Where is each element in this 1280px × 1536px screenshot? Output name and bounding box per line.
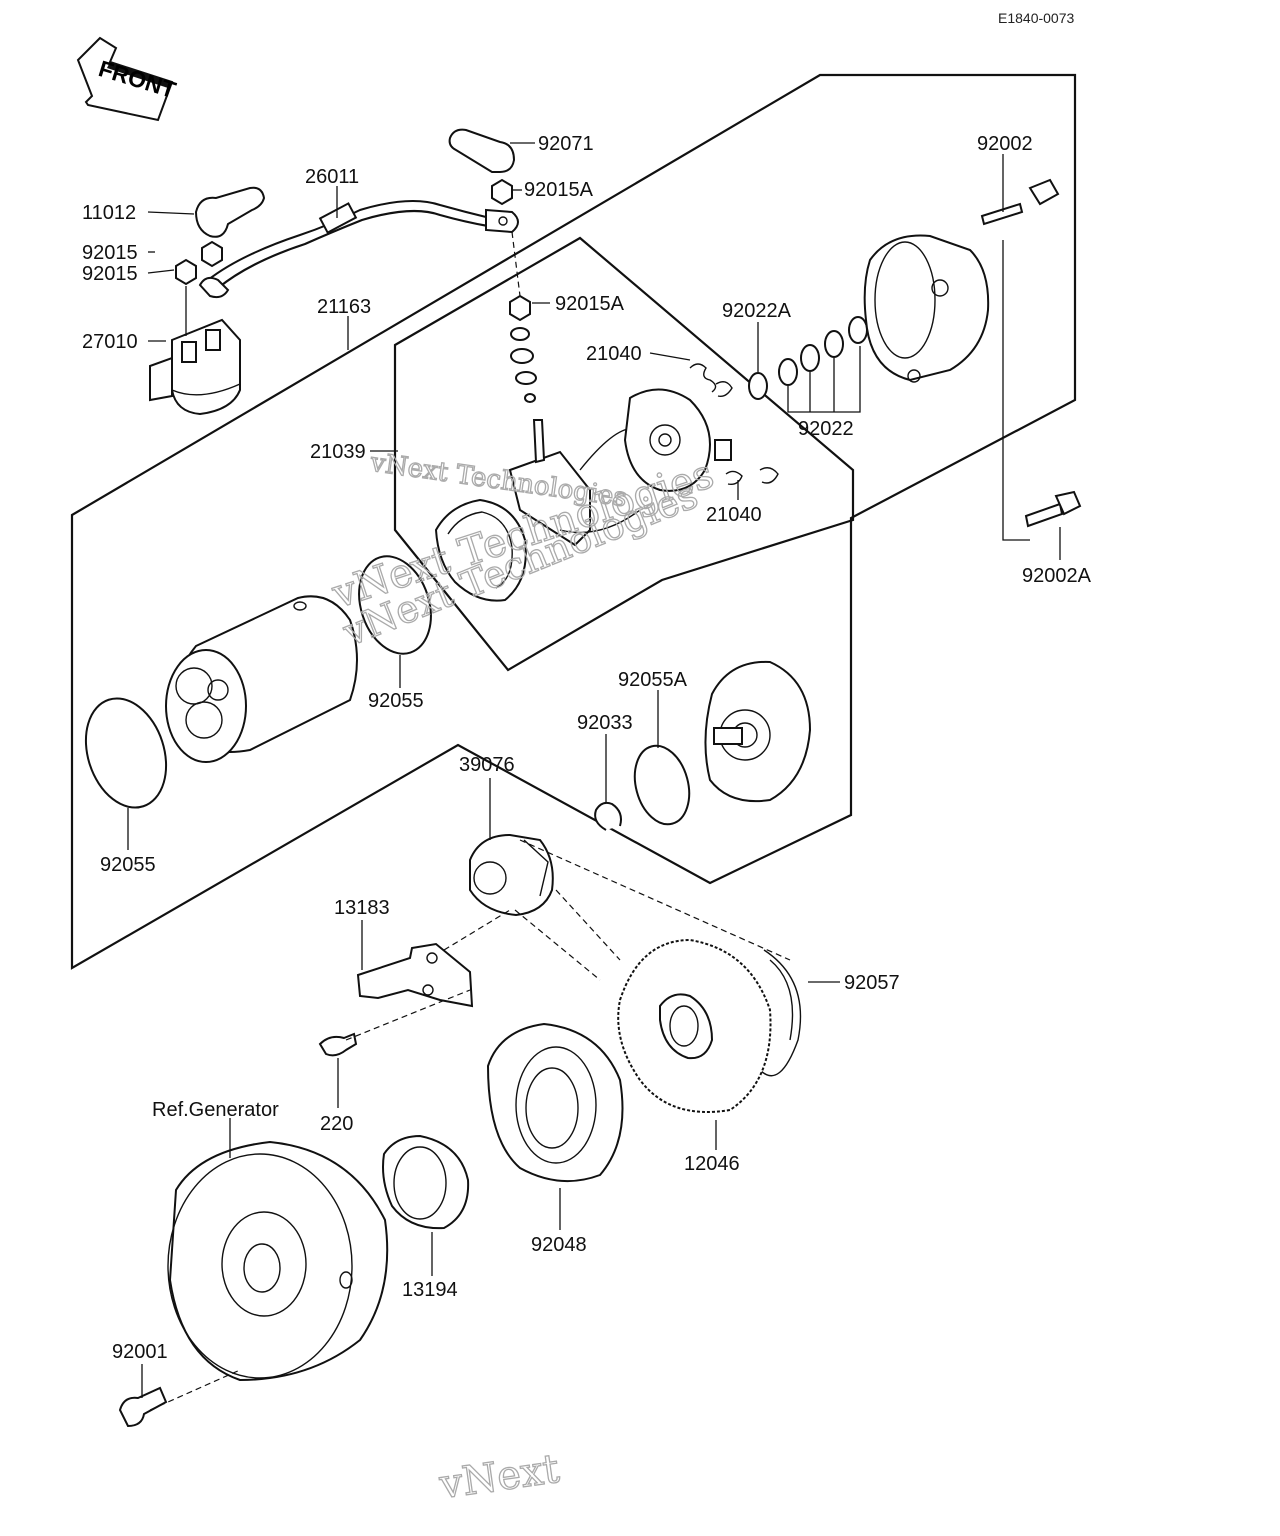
assembly-axis-line [149,909,511,1411]
rear-cover [863,234,990,383]
leader-lines [127,142,1061,1398]
callout-13183: 13183 [334,897,390,919]
o-ring-92055-left [84,697,168,809]
callout-92015-b: 92015 [82,263,138,285]
callout-13194: 13194 [402,1279,458,1301]
callout-92055A: 92055A [618,669,688,691]
starter-motor-body [165,595,358,763]
callout-21163: 21163 [317,296,371,318]
callout-92055-mid: 92055 [368,690,424,712]
washers-92022 [748,316,868,400]
callout-92001: 92001 [112,1341,168,1363]
terminal-cap-92071 [448,128,516,173]
terminal-cap-11012 [194,186,266,238]
sprocket-12046 [617,938,772,1113]
callout-92055-left: 92055 [100,854,156,876]
callout-92002A: 92002A [1022,565,1092,587]
idle-gear-39076 [469,833,554,917]
springs-21040 [689,363,779,486]
front-cover [704,660,812,803]
callout-26011: 26011 [305,166,359,188]
callout-92015A-top: 92015A [524,179,594,201]
starter-cable [198,200,519,299]
generator-rotor [167,1140,389,1382]
callout-21039: 21039 [310,441,366,463]
o-ring-92055A [633,744,691,826]
callout-92071: 92071 [538,133,594,155]
group-frame-inner [393,236,855,672]
brush-holder-21039 [508,388,732,547]
callout-92015A-mid: 92015A [555,293,625,315]
callout-92057: 92057 [844,972,900,994]
one-way-clutch-13194 [382,1134,470,1230]
diagram-code: E1840-0073 [998,10,1075,26]
nut-92015A-top [491,178,513,206]
nut-92015 [175,240,223,286]
callout-92002: 92002 [977,133,1033,155]
callout-92022A: 92022A [722,300,792,322]
bolt-92001 [118,1386,168,1428]
terminal-stack [509,231,537,403]
callout-27010: 27010 [82,331,138,353]
group-frame-outer [70,73,1077,970]
o-ring-92055-mid [358,555,432,655]
bolt-92002 [980,178,1060,226]
callout-ref-generator: Ref.Generator [152,1099,279,1121]
circlip-92033 [594,801,622,831]
callout-11012: 11012 [82,202,136,224]
chain-92057 [514,839,802,1077]
clutch-hub-92048 [486,1022,624,1183]
callout-220: 220 [320,1113,353,1135]
callout-92048: 92048 [531,1234,587,1256]
bolt-92002A [1024,490,1082,528]
bracket-13183 [356,942,474,1008]
callout-39076: 39076 [459,754,515,776]
yoke-ring-21163 [434,498,527,602]
callout-12046: 12046 [684,1153,740,1175]
callout-92033: 92033 [577,712,633,734]
watermark-bottom: vNext [436,1446,562,1508]
callout-21040-top: 21040 [586,343,642,365]
screw-220 [318,1032,358,1057]
callout-21040-bottom: 21040 [706,504,762,526]
callout-92022: 92022 [798,418,854,440]
starter-relay-27010 [149,318,241,416]
callout-92015-a: 92015 [82,242,138,264]
front-arrow-icon: FRONT [76,36,179,122]
